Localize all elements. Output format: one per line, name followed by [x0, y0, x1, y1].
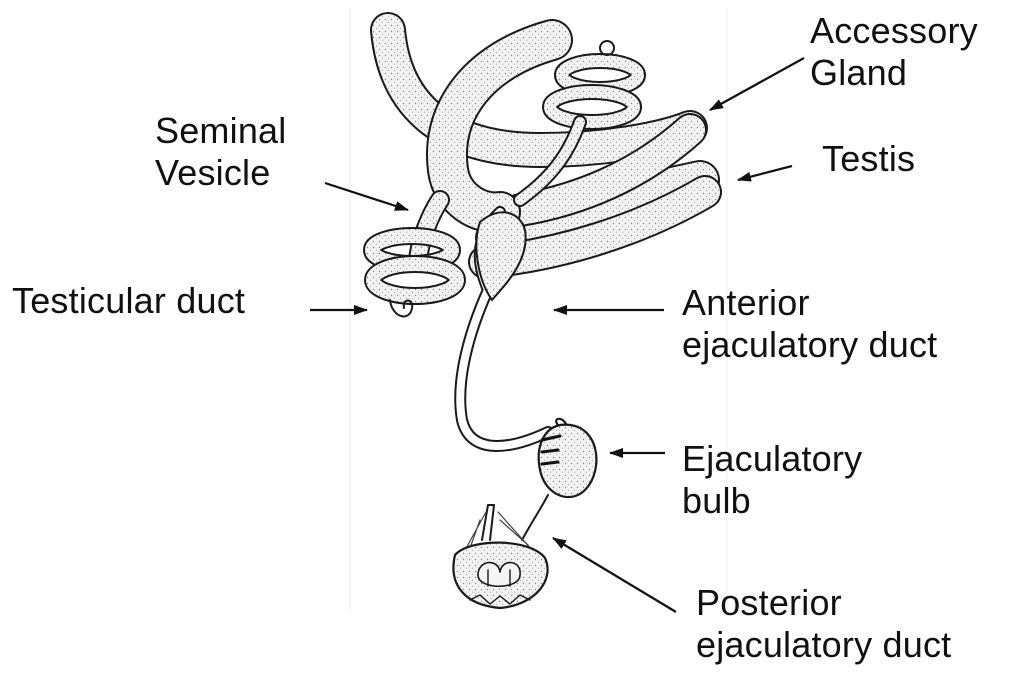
label-testis-line1: Testis [822, 138, 915, 180]
label-ejaculatory-bulb: Ejaculatory bulb [682, 438, 862, 522]
label-accessory-gland-line2: Gland [810, 52, 978, 94]
posterior-ejaculatory-duct-shape [453, 495, 548, 608]
label-anterior-ejaculatory-duct-line2: ejaculatory duct [682, 324, 937, 366]
label-accessory-gland: Accessory Gland [810, 10, 978, 94]
label-testicular-duct-line1: Testicular duct [12, 280, 245, 322]
label-accessory-gland-line1: Accessory [810, 10, 978, 52]
label-ejaculatory-bulb-line2: bulb [682, 480, 862, 522]
testis-arrow [738, 166, 792, 180]
label-seminal-vesicle: Seminal Vesicle [155, 110, 286, 194]
label-seminal-vesicle-line2: Vesicle [155, 152, 286, 194]
label-anterior-ejaculatory-duct-line1: Anterior [682, 282, 937, 324]
label-posterior-ejaculatory-duct-line2: ejaculatory duct [696, 624, 951, 666]
label-seminal-vesicle-line1: Seminal [155, 110, 286, 152]
label-testicular-duct: Testicular duct [12, 280, 245, 322]
accessory-gland-arrow [710, 58, 804, 110]
lower-coil-shape [372, 200, 457, 316]
label-testis: Testis [822, 138, 915, 180]
label-anterior-ejaculatory-duct: Anterior ejaculatory duct [682, 282, 937, 366]
label-posterior-ejaculatory-duct-line1: Posterior [696, 582, 951, 624]
label-ejaculatory-bulb-line1: Ejaculatory [682, 438, 862, 480]
organs [372, 30, 705, 608]
seminal-vesicle-arrow [325, 183, 408, 210]
posterior-ejaculatory-duct-arrow [553, 538, 676, 612]
label-posterior-ejaculatory-duct: Posterior ejaculatory duct [696, 582, 951, 666]
ejaculatory-bulb-shape [539, 419, 597, 497]
